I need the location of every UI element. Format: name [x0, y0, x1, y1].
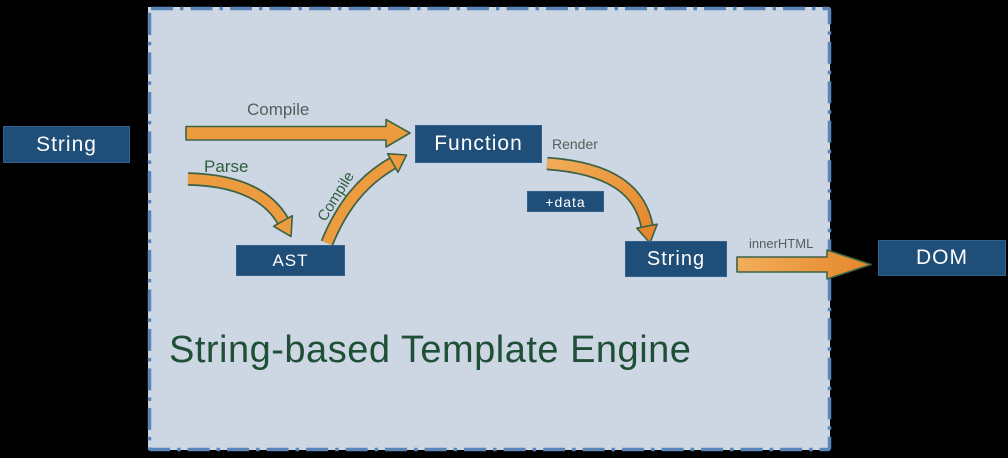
parse-arrow [187, 172, 294, 238]
compile-direct-arrow [185, 118, 411, 148]
edge-label-compile-direct: Compile [247, 100, 310, 119]
panel-dashed-border [147, 6, 832, 452]
node-ast: AST [236, 245, 345, 276]
node-ast-label: AST [272, 250, 309, 270]
render-arrow [546, 156, 659, 244]
edge-label-render: Render [552, 136, 598, 152]
diagram-title: String-based Template Engine [169, 329, 692, 371]
node-input-string: String [3, 126, 130, 163]
node-output-string-label: String [646, 247, 706, 270]
innerhtml-arrow [736, 249, 872, 280]
node-function: Function [415, 125, 542, 163]
node-dom: DOM [878, 240, 1006, 276]
node-input-string-label: String [36, 132, 97, 156]
node-output-string: String [625, 241, 727, 277]
node-dom-label: DOM [916, 246, 968, 269]
edge-label-innerhtml: innerHTML [749, 236, 814, 251]
node-plus-data-label: +data [545, 193, 586, 210]
compile-from-ast-arrow [320, 152, 408, 246]
edge-label-parse: Parse [204, 157, 249, 176]
node-plus-data: +data [527, 191, 604, 212]
template-engine-panel [148, 7, 830, 450]
node-function-label: Function [434, 132, 523, 155]
